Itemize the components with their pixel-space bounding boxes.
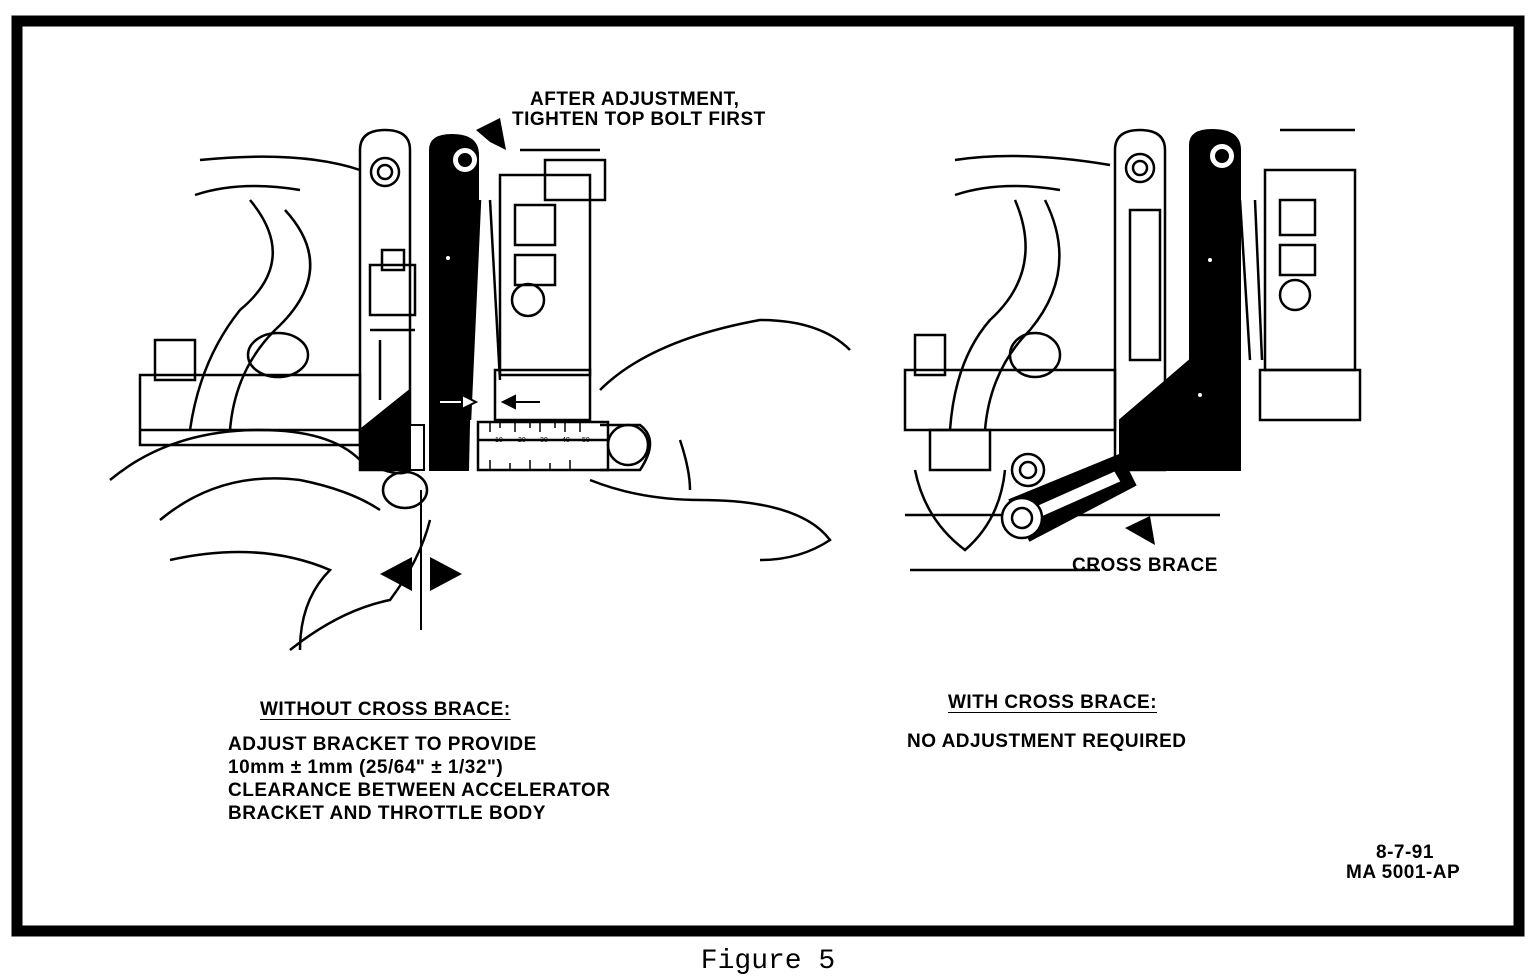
cross-brace-arrow-icon	[1125, 516, 1155, 545]
ruler-tick-label: 40	[562, 437, 570, 444]
cross-brace-label: CROSS BRACE	[1072, 555, 1218, 576]
ruler-tick-label: 30	[540, 437, 548, 444]
adjust-direction-arrows-icon	[380, 490, 462, 630]
drawing-code: MA 5001-AP	[1346, 862, 1461, 883]
hands-drawing	[109, 318, 851, 651]
left-panel-heading: WITHOUT CROSS BRACE:	[260, 699, 511, 720]
note-line: BRACKET AND THROTTLE BODY	[228, 803, 546, 824]
left-panel-note: ADJUST BRACKET TO PROVIDE 10mm ± 1mm (25…	[228, 733, 611, 825]
ruler-tick-labels: 10 20 30 40 50	[495, 437, 590, 444]
figure-caption: Figure 5	[700, 946, 836, 977]
right-engine-drawing	[903, 128, 1362, 572]
top-bolt-callout-line2: TIGHTEN TOP BOLT FIRST	[512, 109, 766, 130]
ruler-tick-label: 10	[495, 437, 503, 444]
left-engine-drawing	[138, 128, 610, 472]
note-line: CLEARANCE BETWEEN ACCELERATOR	[228, 780, 611, 801]
clearance-arrows	[440, 393, 540, 411]
ruler-tick-label: 50	[582, 437, 590, 444]
top-bolt-arrow-icon	[476, 118, 506, 150]
drawing-date: 8-7-91	[1376, 842, 1434, 863]
note-line: 10mm ± 1mm (25/64" ± 1/32")	[228, 757, 504, 778]
top-bolt-callout-line1: AFTER ADJUSTMENT,	[530, 89, 740, 110]
accelerator-bracket-left	[359, 133, 479, 471]
right-panel-note: NO ADJUSTMENT REQUIRED	[907, 731, 1187, 752]
ruler-scale	[489, 422, 581, 470]
ruler-tick-label: 20	[518, 437, 526, 444]
right-panel-heading: WITH CROSS BRACE:	[948, 692, 1158, 713]
note-line: ADJUST BRACKET TO PROVIDE	[228, 734, 537, 755]
cross-brace	[1000, 452, 1137, 542]
figure-border	[11, 15, 1525, 937]
accelerator-bracket-right	[1119, 128, 1241, 471]
